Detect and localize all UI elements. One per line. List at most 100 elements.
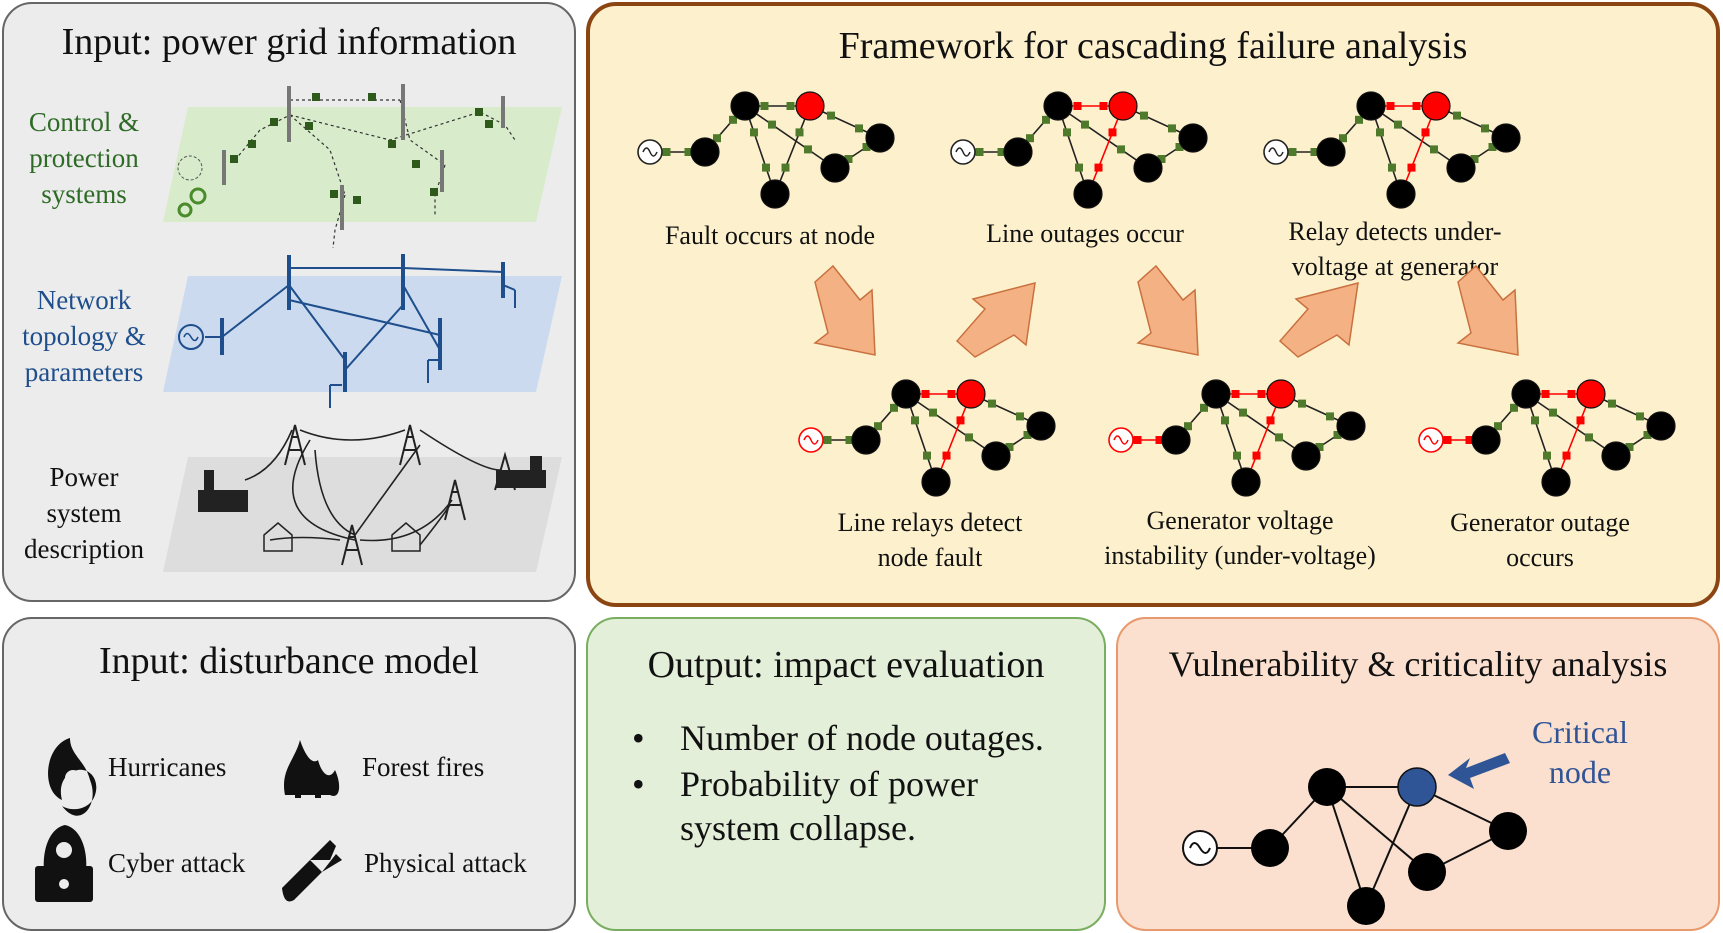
label-line: Fault occurs at node — [664, 221, 876, 250]
relay-marker — [1453, 111, 1461, 120]
relay-marker — [1333, 431, 1342, 439]
relay-marker — [1075, 163, 1083, 172]
bus-node — [820, 153, 850, 183]
faulted-node — [1576, 379, 1606, 409]
relay-marker — [942, 451, 951, 460]
relay-marker — [1543, 451, 1551, 460]
bus-node — [981, 441, 1011, 471]
graph-edge — [1370, 105, 1462, 169]
sine-glyph — [1423, 435, 1439, 445]
bus-node — [1336, 411, 1366, 441]
relay-marker — [855, 124, 863, 133]
relay-marker — [1140, 111, 1148, 120]
graph-edge — [1525, 393, 1557, 483]
relay-marker — [786, 102, 795, 110]
bullet-marker: • — [632, 718, 645, 758]
relay-marker — [1576, 416, 1585, 425]
relay-marker — [1608, 399, 1616, 408]
relay-marker — [1298, 399, 1306, 408]
bullet-line: Probability of power — [680, 764, 978, 804]
panel-title: Output: impact evaluation — [647, 644, 1045, 686]
graph-edge — [744, 105, 776, 195]
relay-marker — [729, 115, 737, 124]
relay-marker — [1310, 148, 1319, 156]
hacker-icon — [35, 825, 93, 902]
relay-marker — [929, 408, 937, 417]
cascade-graph-4 — [798, 379, 1056, 497]
bomb-icon — [282, 840, 342, 902]
graph-edge — [1525, 393, 1617, 457]
relay-marker — [1081, 120, 1089, 129]
disturbance-label: Physical attack — [364, 848, 527, 878]
relay-marker — [1636, 412, 1644, 421]
relay-marker — [1231, 390, 1240, 398]
bus-node — [851, 425, 881, 455]
bus-node — [1178, 123, 1208, 153]
bus-node — [921, 467, 951, 497]
relay-marker — [781, 163, 790, 172]
faulted-node — [1421, 91, 1451, 121]
relay-marker — [1094, 163, 1103, 172]
graph-edge — [1057, 105, 1089, 195]
label-line: Generator voltage — [1146, 506, 1334, 535]
layer-label-network: Network topology & parameters — [8, 282, 160, 390]
bus-node — [730, 91, 760, 121]
relay-marker — [684, 148, 693, 156]
relay-marker — [1549, 408, 1557, 417]
label-line: description — [24, 534, 144, 564]
bus-node — [1026, 411, 1056, 441]
relay-marker — [1073, 102, 1082, 110]
critical-node — [1397, 767, 1437, 807]
relay-marker — [1481, 124, 1489, 133]
power-system-layer — [163, 424, 562, 572]
bus-node — [1003, 137, 1033, 167]
graph-edge — [1400, 105, 1437, 195]
relay-marker — [1465, 436, 1474, 444]
relay-marker — [921, 390, 930, 398]
graph-edge — [1215, 393, 1307, 457]
flow-arrows — [813, 264, 1519, 358]
graph-edge — [1555, 393, 1592, 483]
relay-marker — [988, 399, 996, 408]
faulted-node — [1266, 379, 1296, 409]
bus-node — [1316, 137, 1346, 167]
panel-title: Input: power grid information — [61, 21, 517, 63]
hurricane-icon — [48, 738, 97, 816]
arrow-down-icon — [813, 264, 876, 356]
bullet-item-collapse-probability: Probability of power system collapse. — [680, 762, 1100, 850]
label-line: Control & — [28, 107, 140, 137]
relay-marker — [1412, 102, 1421, 110]
bus-node — [1601, 441, 1631, 471]
relay-marker — [1407, 163, 1416, 172]
disturbance-label: Hurricanes — [108, 752, 227, 782]
relay-marker — [1376, 128, 1384, 137]
bus-node — [1043, 91, 1073, 121]
relay-marker — [768, 120, 776, 129]
relay-marker — [1562, 451, 1571, 460]
impact-evaluation-panel: Output: impact evaluation — [586, 617, 1106, 931]
panel-title: Input: disturbance model — [99, 640, 479, 682]
graph-edge — [1215, 393, 1247, 483]
arrow-left-icon — [1448, 753, 1510, 789]
graph-edge — [1370, 105, 1402, 195]
vulnerability-graph — [1182, 753, 1527, 925]
relay-marker — [862, 143, 871, 151]
relay-marker — [1585, 433, 1593, 442]
fire-icon — [283, 740, 340, 798]
label-line: protection — [29, 143, 139, 173]
relay-marker — [1541, 390, 1550, 398]
relay-marker — [1510, 403, 1518, 412]
bus-node — [760, 179, 790, 209]
step-label-voltage-instability: Generator voltage instability (under-vol… — [1080, 503, 1400, 573]
graph-edge — [1057, 105, 1149, 169]
relay-marker — [1288, 148, 1297, 156]
relay-marker — [1026, 134, 1034, 143]
critical-node-label: Critical node — [1510, 712, 1650, 792]
control-layer — [163, 84, 562, 249]
relay-marker — [947, 390, 956, 398]
relay-marker — [1063, 128, 1071, 137]
bus-node — [865, 123, 895, 153]
relay-marker — [874, 422, 882, 431]
relay-marker — [1567, 390, 1576, 398]
relay-marker — [1443, 436, 1452, 444]
